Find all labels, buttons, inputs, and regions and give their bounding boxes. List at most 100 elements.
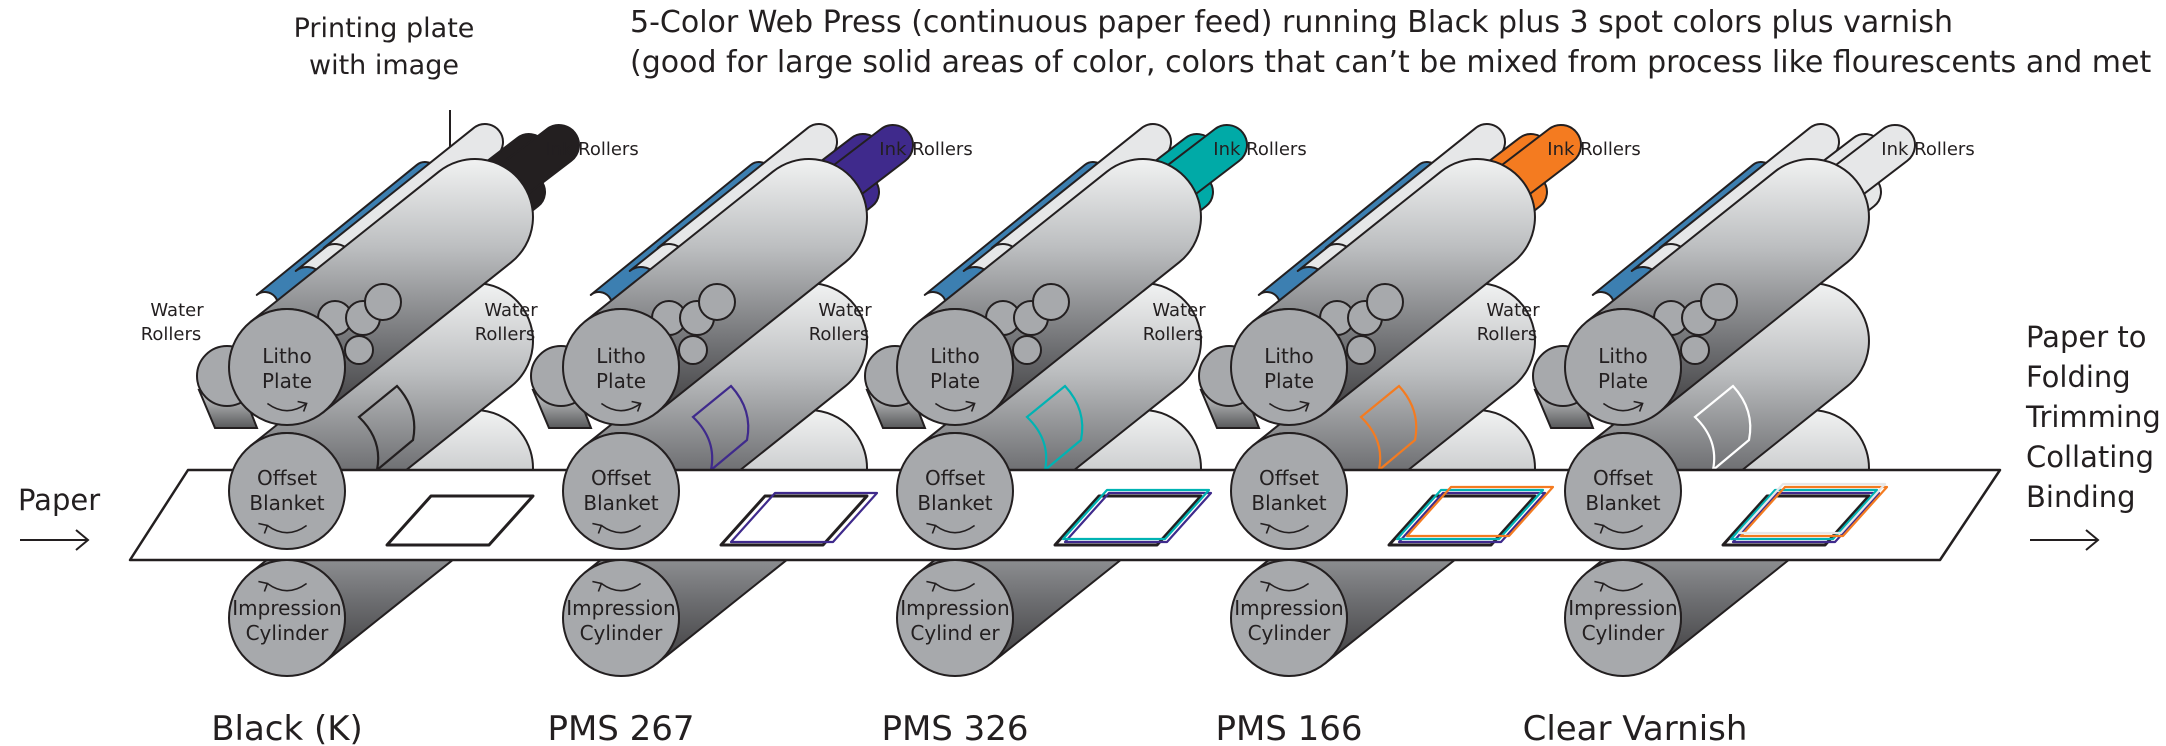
rotation-arrow-icon xyxy=(926,580,976,592)
ink-form-roller xyxy=(1366,283,1404,321)
offset-blanket-cylinder xyxy=(228,432,346,550)
impression-cylinder-label: Cylinder xyxy=(246,621,330,645)
offset-blanket-cylinder xyxy=(896,432,1014,550)
cylinder-face-group: LithoPlateOffsetBlanketImpressionCylinde… xyxy=(228,308,346,677)
ink-form-roller xyxy=(1700,283,1738,321)
printed-image xyxy=(719,494,869,547)
rotation-arrow-icon xyxy=(1594,580,1644,592)
paper-out-label-5: Binding xyxy=(2026,480,2136,514)
rotation-arrow-icon xyxy=(1260,580,1310,592)
rotation-arrow-icon xyxy=(266,400,308,412)
offset-blanket-cylinder xyxy=(1564,432,1682,550)
litho-plate-label: Litho xyxy=(1264,344,1313,368)
ink-rollers-label: Ink Rollers xyxy=(1881,139,1974,160)
litho-plate-cylinder xyxy=(562,308,680,426)
offset-blanket-label: Blanket xyxy=(1585,491,1660,515)
water-rollers-label: Water xyxy=(1152,300,1206,321)
printed-image xyxy=(729,491,879,544)
plate-image xyxy=(691,384,750,473)
offset-blanket-label: Offset xyxy=(925,466,985,490)
water-rollers-label: Rollers xyxy=(475,324,536,345)
cylinder-face-group: LithoPlateOffsetBlanketImpressionCylinde… xyxy=(1564,308,1682,677)
rotation-arrow-icon xyxy=(1594,522,1644,534)
paper-out-label-2: Folding xyxy=(2026,360,2131,394)
offset-blanket-cylinder xyxy=(562,432,680,550)
impression-cylinder xyxy=(1564,559,1682,677)
paper-in-label: Paper xyxy=(18,483,100,517)
litho-plate-label: Plate xyxy=(262,369,312,393)
printed-image xyxy=(1395,488,1545,541)
plate-image xyxy=(1359,384,1418,473)
litho-plate-label: Plate xyxy=(1264,369,1314,393)
ink-rollers-label: Ink Rollers xyxy=(545,139,638,160)
unit-name-label: PMS 267 xyxy=(547,709,694,746)
offset-blanket-label: Blanket xyxy=(917,491,992,515)
paper-web xyxy=(128,468,2002,562)
impression-cylinder xyxy=(228,559,346,677)
printed-image xyxy=(1397,491,1547,544)
rotation-arrow-icon xyxy=(592,580,642,592)
paper-out-label-1: Paper to xyxy=(2026,320,2146,354)
ink-form-roller xyxy=(678,335,708,365)
plate-image xyxy=(1693,384,1752,473)
ink-form-roller xyxy=(344,335,374,365)
printed-image xyxy=(385,494,535,547)
printing-plate-label-1: Printing plate xyxy=(294,13,475,44)
impression-cylinder-label: Cylinder xyxy=(580,621,664,645)
offset-blanket-cylinder xyxy=(1230,432,1348,550)
printed-image xyxy=(1737,482,1887,535)
cylinder-face-group: LithoPlateOffsetBlanketImpressionCylind … xyxy=(896,308,1014,677)
water-rollers-label: Water xyxy=(150,300,204,321)
offset-blanket-label: Offset xyxy=(257,466,317,490)
unit-name-label: Clear Varnish xyxy=(1523,709,1748,746)
printed-image xyxy=(1053,494,1203,547)
cylinder-face-group: LithoPlateOffsetBlanketImpressionCylinde… xyxy=(1230,308,1348,677)
impression-cylinder-label: Cylinder xyxy=(1248,621,1332,645)
water-rollers-label: Rollers xyxy=(141,324,202,345)
litho-plate-cylinder xyxy=(228,308,346,426)
rotation-arrow-icon xyxy=(600,400,642,412)
unit-name-label: Black (K) xyxy=(211,709,363,746)
ink-form-roller xyxy=(1032,283,1070,321)
litho-plate-cylinder xyxy=(1564,308,1682,426)
litho-plate-label: Litho xyxy=(1598,344,1647,368)
offset-blanket-label: Blanket xyxy=(1251,491,1326,515)
paper-out-label-3: Trimming xyxy=(2025,400,2161,434)
printed-image xyxy=(1739,485,1889,538)
rotation-arrow-icon xyxy=(1602,400,1644,412)
offset-blanket-label: Blanket xyxy=(249,491,324,515)
printed-image xyxy=(1405,485,1555,538)
rotation-arrow-icon xyxy=(258,580,308,592)
impression-cylinder xyxy=(896,559,1014,677)
cylinder-face-group: LithoPlateOffsetBlanketImpressionCylinde… xyxy=(562,308,680,677)
water-rollers-label: Water xyxy=(818,300,872,321)
printing-plate-label-2: with image xyxy=(309,50,459,81)
litho-plate-cylinder xyxy=(896,308,1014,426)
paper-in-arrow-icon xyxy=(20,529,90,551)
unit-name-label: PMS 326 xyxy=(881,709,1028,746)
ink-form-roller xyxy=(1012,335,1042,365)
impression-cylinder-label: Impression xyxy=(900,596,1009,620)
water-rollers-label: Rollers xyxy=(1143,324,1204,345)
cylinder-faces: LithoPlateOffsetBlanketImpressionCylinde… xyxy=(228,308,1682,677)
impression-cylinder-label: Cylinder xyxy=(1582,621,1666,645)
impression-cylinder-label: Impression xyxy=(232,596,341,620)
ink-rollers-label: Ink Rollers xyxy=(879,139,972,160)
plate-image xyxy=(357,384,416,473)
printed-image xyxy=(1729,488,1879,541)
paper-out-arrow-icon xyxy=(2030,529,2100,551)
title-line-1: 5-Color Web Press (continuous paper feed… xyxy=(630,5,1953,40)
printed-image xyxy=(1061,488,1211,541)
offset-blanket-label: Offset xyxy=(591,466,651,490)
unit-name-label: PMS 166 xyxy=(1215,709,1362,746)
ink-form-roller xyxy=(1346,335,1376,365)
litho-plate-label: Litho xyxy=(596,344,645,368)
rotation-arrow-icon xyxy=(592,522,642,534)
litho-plate-label: Litho xyxy=(262,344,311,368)
